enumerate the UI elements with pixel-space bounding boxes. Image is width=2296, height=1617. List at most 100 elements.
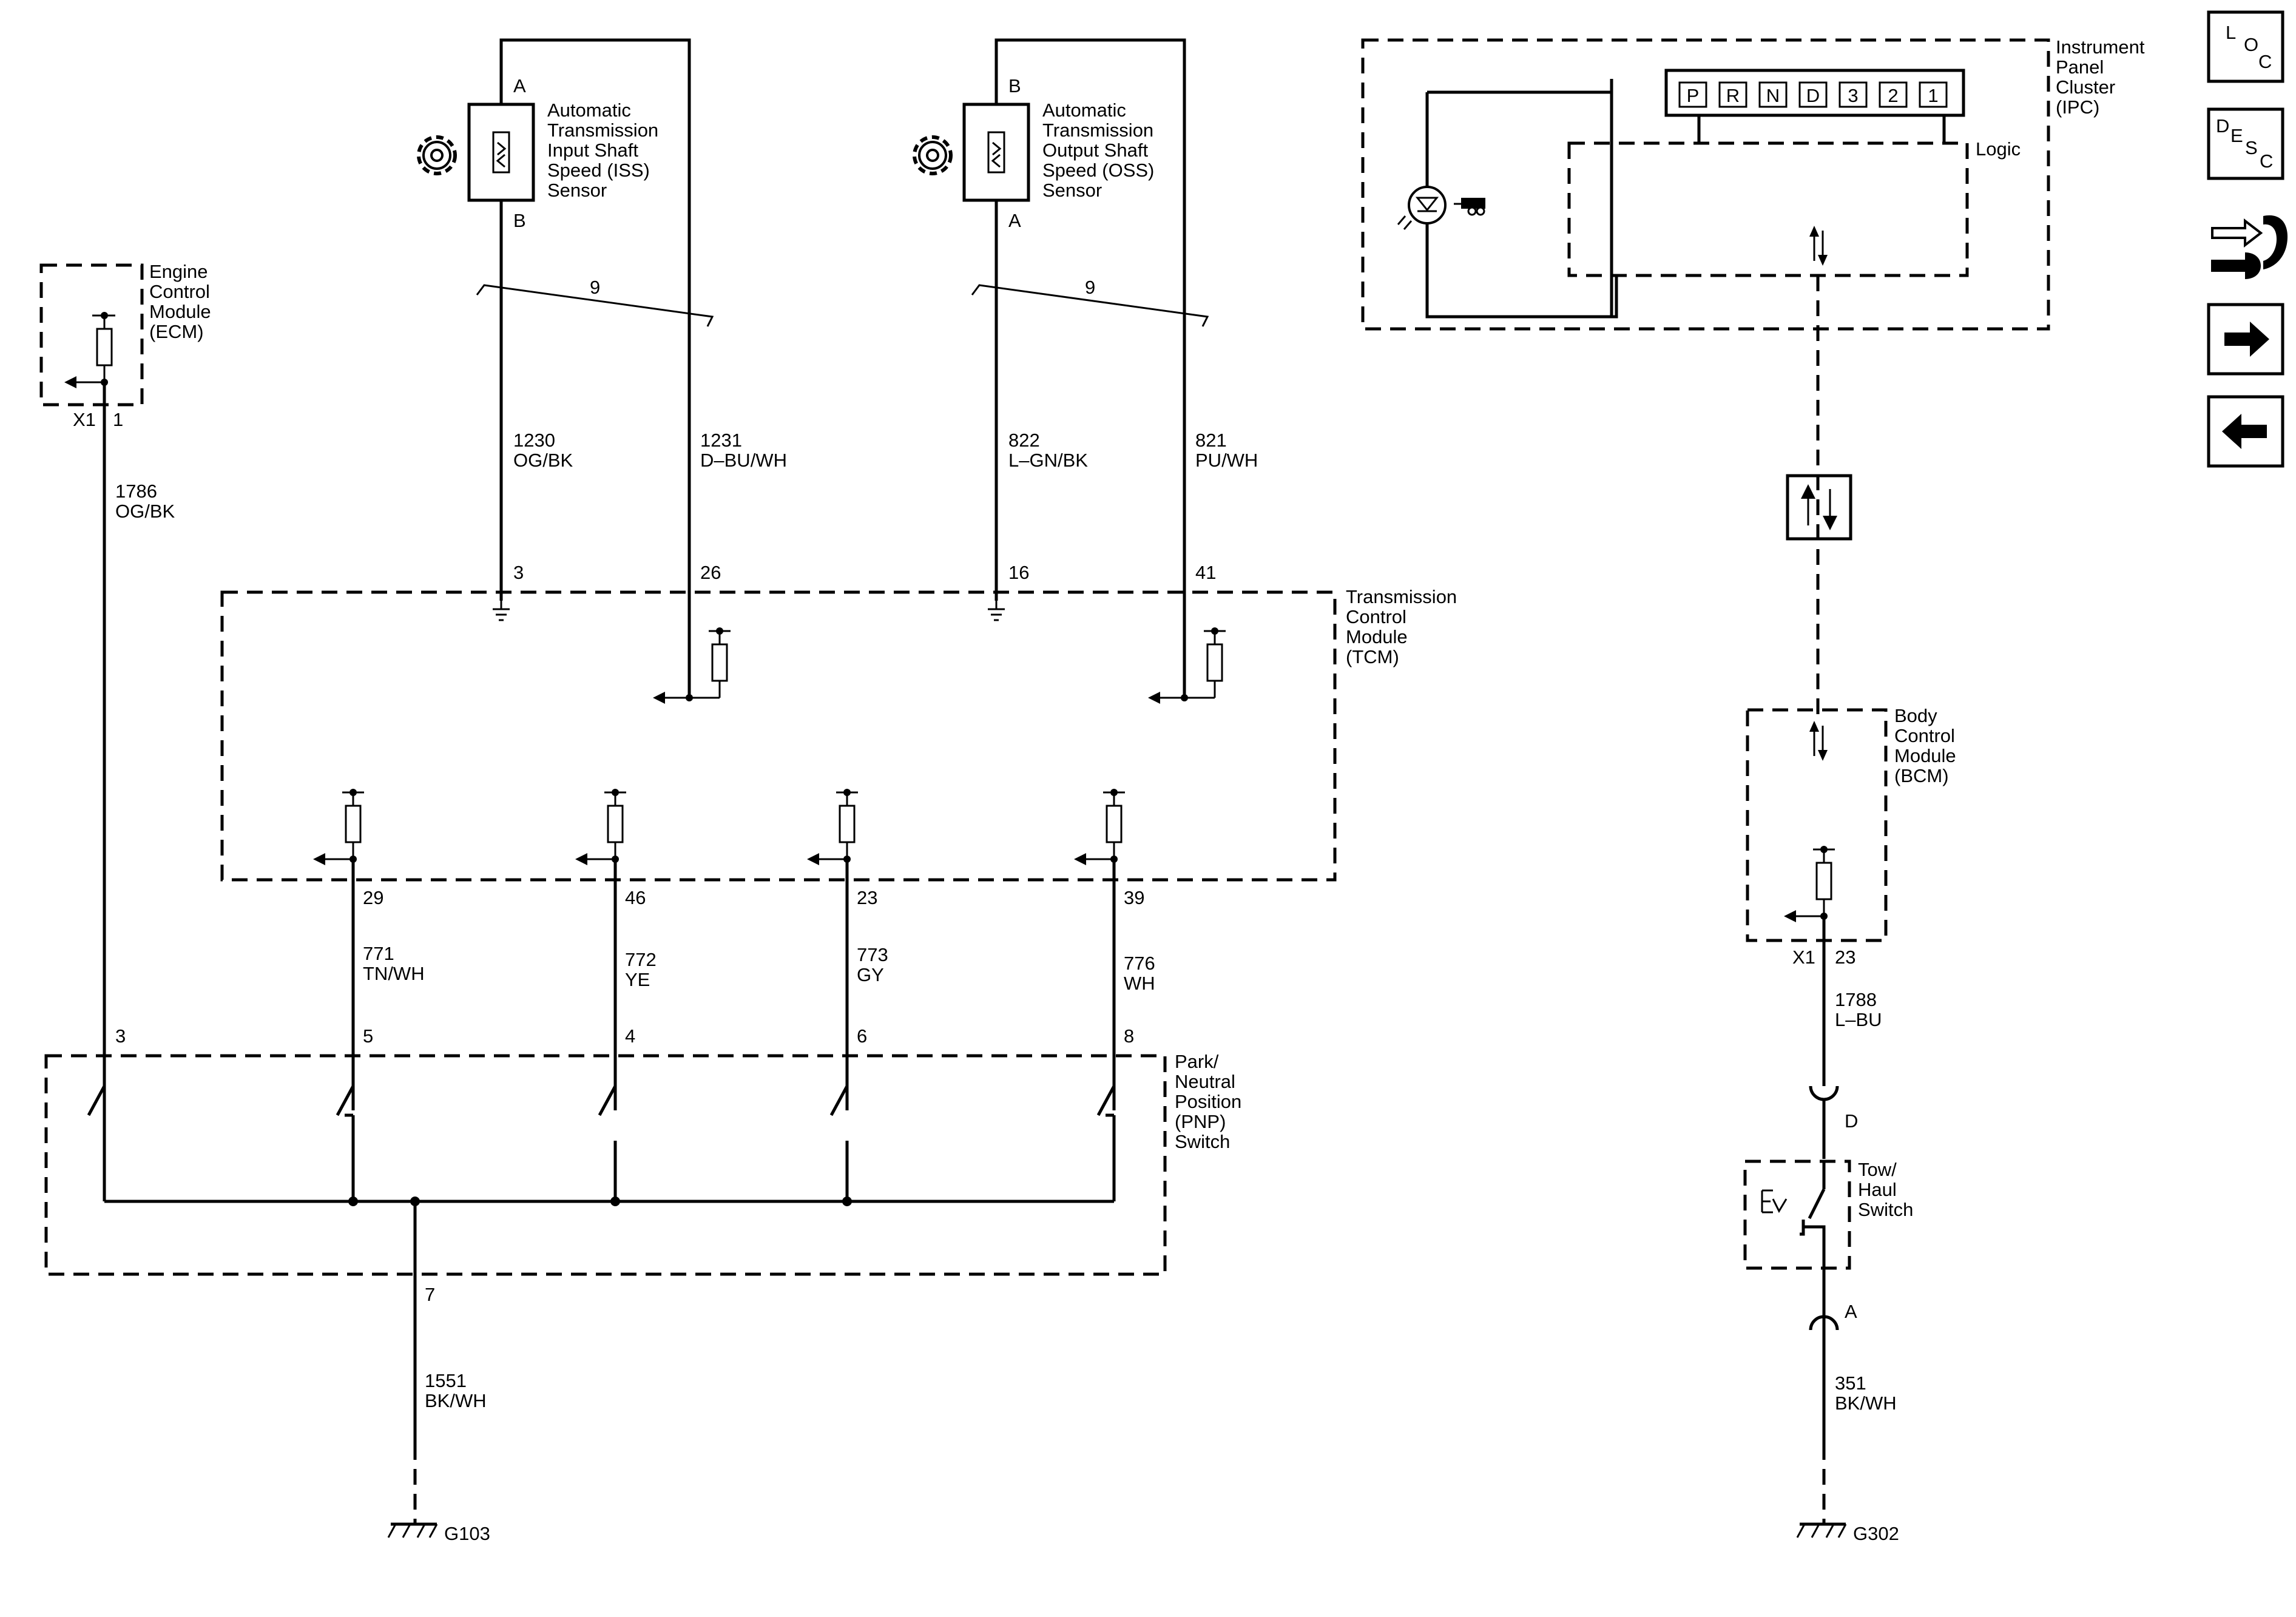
gear-p: P [1687, 85, 1700, 106]
svg-text:C: C [2260, 150, 2273, 172]
pnp-pin-7: 7 [425, 1284, 435, 1305]
tcm-pin-26: 26 [700, 562, 721, 583]
svg-text:9: 9 [590, 277, 600, 298]
connector-a-label: A [1845, 1301, 1857, 1322]
wire-1786-label: 1786 OG/BK [115, 481, 175, 522]
ipc-indicator-lamp [1397, 79, 1618, 319]
tcm-label: Transmission Control Module (TCM) [1346, 586, 1462, 667]
bcm-pullup-resistor [1784, 846, 1835, 922]
svg-text:E: E [2230, 125, 2243, 146]
wire-1551-label: 1551 BK/WH [425, 1370, 487, 1411]
arrow-right-icon [2224, 322, 2269, 357]
ecm-boundary [39, 263, 144, 407]
iss-pin-b: B [513, 210, 526, 231]
ipc-serial-data-arrows-icon [1809, 226, 1828, 266]
trailer-icon [1454, 198, 1485, 216]
tcm-pullup-39 [1074, 789, 1125, 865]
wire-821 [994, 38, 1186, 698]
tcm-iss-input-circuit [653, 627, 731, 704]
momentary-switch-icon [1761, 1189, 1788, 1214]
ipc-logic-label: Logic [1976, 138, 2021, 160]
wire-776-label: 776 WH [1124, 953, 1160, 994]
pnp-pin-3: 3 [115, 1025, 126, 1047]
pnp-pin-8: 8 [1124, 1025, 1134, 1047]
wire-1231 [499, 38, 691, 698]
nav-previous-button[interactable] [2207, 395, 2284, 468]
ecm-pullup-resistor [64, 312, 115, 388]
wire-772-label: 772 YE [625, 949, 661, 990]
iss-sensor: A B Automatic Transmission Input Shaft S… [417, 75, 658, 231]
gear-r: R [1726, 85, 1740, 106]
ground-symbol [493, 608, 510, 621]
twisted-pair-marker-iss: 9 [476, 277, 714, 327]
wire-773-label: 773 GY [857, 944, 893, 985]
nav-next-button[interactable] [2207, 303, 2284, 376]
svg-text:9: 9 [1085, 277, 1095, 298]
wire-1788-label: 1788 L–BU [1835, 989, 1882, 1030]
serial-data-icon [1786, 474, 1852, 541]
svg-text:S: S [2245, 137, 2258, 158]
ipc-label: Instrument Panel Cluster (IPC) [2056, 36, 2150, 118]
ground-symbol [988, 601, 1005, 621]
arrow-left-icon [2222, 414, 2267, 449]
svg-text:O: O [2244, 34, 2258, 55]
pnp-label: Park/ Neutral Position (PNP) Switch [1175, 1051, 1247, 1152]
tcm-pullup-46 [575, 789, 626, 865]
ecm-pin-label: 1 [113, 409, 123, 430]
nav-location-button[interactable]: L O C [2207, 10, 2284, 83]
tcm-pin-16: 16 [1008, 562, 1029, 583]
bcm-pin-label: 23 [1835, 947, 1855, 968]
pnp-switch: Park/ Neutral Position (PNP) Switch 3 5 … [44, 1025, 1247, 1305]
wire-1231-label: 1231 D–BU/WH [700, 430, 787, 471]
gear-icon [417, 135, 457, 175]
oss-pin-b: B [1008, 75, 1021, 96]
gear-2: 2 [1888, 85, 1898, 106]
gear-n: N [1766, 85, 1780, 106]
pnp-contact-6 [829, 1085, 849, 1201]
tcm-pin-46: 46 [625, 887, 646, 908]
gear-indicator-letters: P R N D 3 2 1 [1678, 81, 1948, 108]
pnp-contact-8 [1096, 1085, 1116, 1201]
bcm-label: Body Control Module (BCM) [1894, 705, 1961, 786]
nav-description-button[interactable]: D E S C [2207, 107, 2284, 180]
connector-a [1809, 1315, 1839, 1335]
iss-pin-a: A [513, 75, 526, 96]
tcm-oss-input-circuit [1148, 627, 1226, 704]
twisted-pair-marker-oss: 9 [971, 277, 1209, 327]
nav-component-view-button[interactable] [2211, 215, 2288, 279]
tcm-pullup-23 [807, 789, 858, 865]
ground-g302-symbol [1796, 1522, 1847, 1538]
tcm-pin-3: 3 [513, 562, 524, 583]
wire-351-label: 351 BK/WH [1835, 1372, 1897, 1414]
tcm-pullup-29 [313, 789, 364, 865]
connector-wrench-icon [2211, 215, 2288, 279]
pnp-boundary [44, 1054, 1167, 1276]
tow-haul-label: Tow/ Haul Switch [1858, 1159, 1913, 1220]
pnp-pin-4: 4 [625, 1025, 635, 1047]
wire-821-label: 821 PU/WH [1195, 430, 1258, 471]
connector-d [1809, 1085, 1839, 1159]
pnp-pin-6: 6 [857, 1025, 867, 1047]
ecm-label: Engine Control Module (ECM) [149, 261, 216, 342]
gear-d: D [1806, 85, 1820, 106]
wire-1230-label: 1230 OG/BK [513, 430, 573, 471]
bcm-connector-label: X1 [1792, 947, 1815, 968]
bcm-boundary [1746, 708, 1888, 942]
gear-1: 1 [1928, 85, 1938, 106]
ground-g103-symbol [387, 1522, 438, 1538]
pnp-contact-5 [336, 1085, 355, 1201]
svg-text:L: L [2226, 22, 2236, 43]
pnp-contact-4 [598, 1085, 617, 1201]
ground-g302-label: G302 [1853, 1523, 1899, 1544]
tcm-boundary [220, 590, 1337, 882]
ipc-boundary [1361, 38, 2050, 331]
svg-text:D: D [2216, 115, 2229, 137]
bcm-module: Body Control Module (BCM) X1 23 [1746, 705, 1961, 968]
oss-label: Automatic Transmission Output Shaft Spee… [1042, 100, 1160, 201]
tcm-pin-41: 41 [1195, 562, 1216, 583]
ipc-module: Instrument Panel Cluster (IPC) Logic P R… [1361, 36, 2150, 331]
pnp-contact-3 [87, 1085, 106, 1201]
pnp-pin-5: 5 [363, 1025, 373, 1047]
tcm-pin-23: 23 [857, 887, 877, 908]
